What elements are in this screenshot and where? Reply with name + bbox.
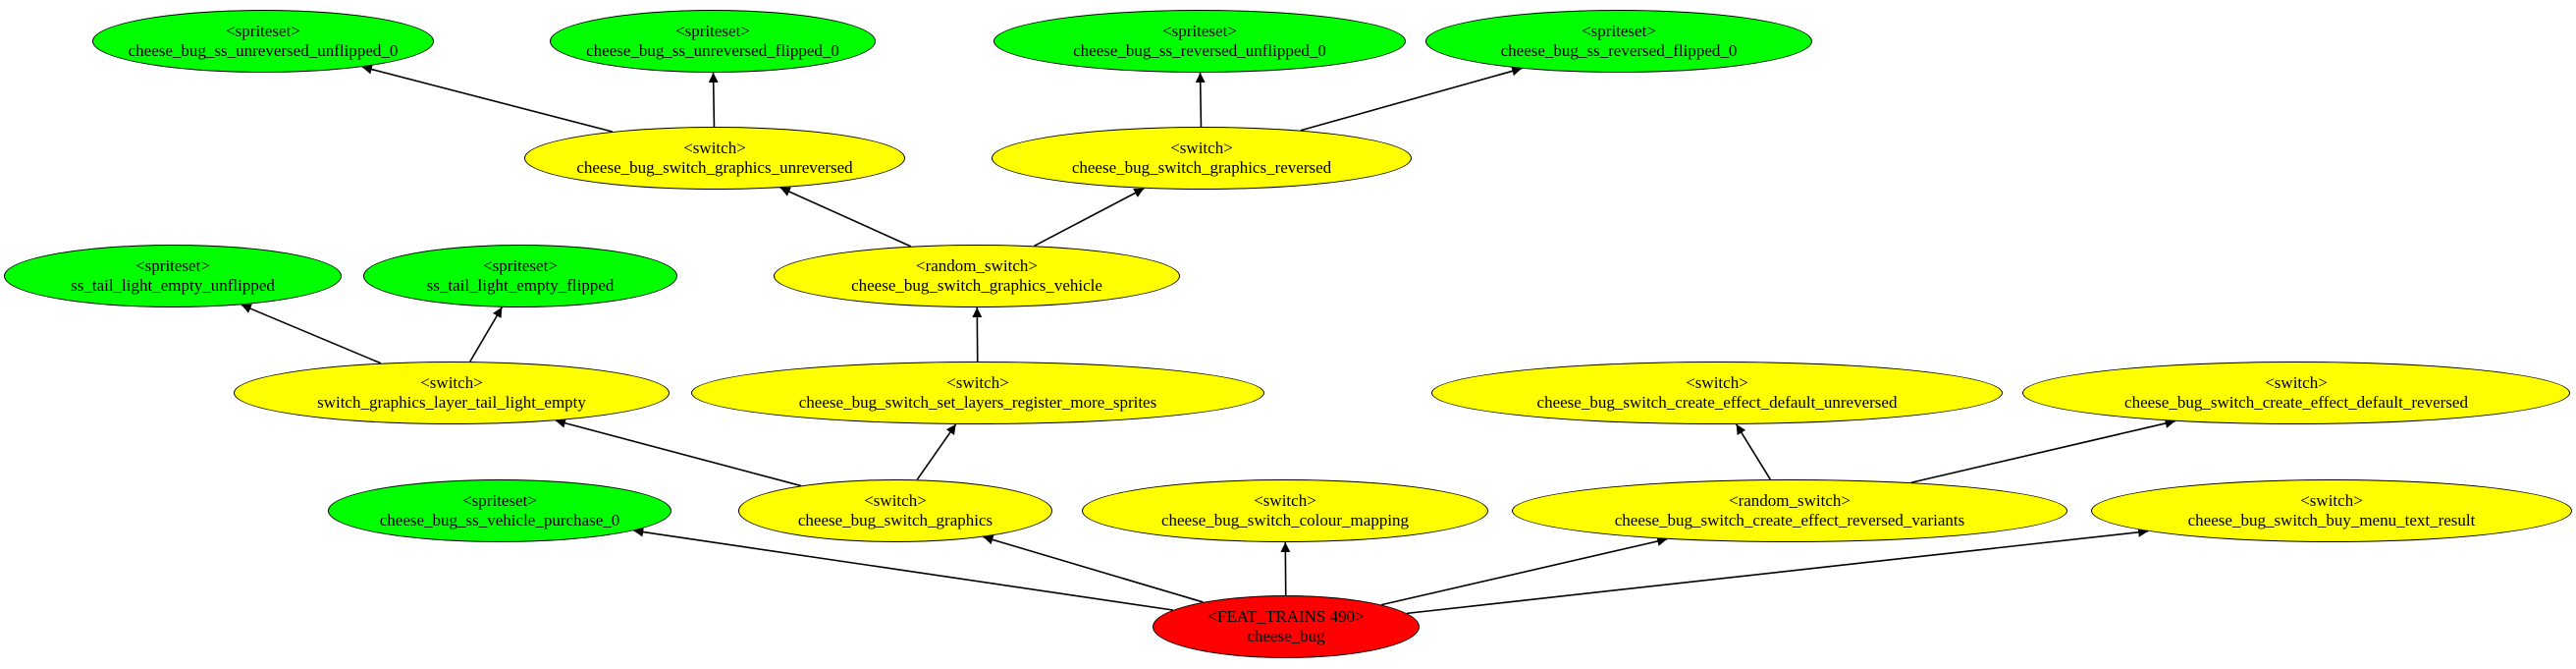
edge-rsw_effect-to-sw_eff_unrev xyxy=(1736,423,1771,480)
node-type-label: <spriteset> xyxy=(1162,22,1237,40)
node-type-label: <switch> xyxy=(1170,139,1233,157)
edge-rsw_vehicle-to-sw_unreversed xyxy=(779,187,911,248)
edge-root-to-sw_graphics xyxy=(983,534,1204,603)
switch-node-effect-default-reversed: <switch> cheese_bug_switch_create_effect… xyxy=(2022,362,2570,424)
node-name-label: ss_tail_light_empty_unflipped xyxy=(71,276,275,295)
node-name-label: cheese_bug_ss_reversed_unflipped_0 xyxy=(1073,41,1326,60)
spriteset-node-tail-light-flipped: <spriteset> ss_tail_light_empty_flipped xyxy=(363,245,677,307)
node-type-label: <random_switch> xyxy=(916,256,1038,275)
node-type-label: <switch> xyxy=(2265,373,2328,392)
edge-sw_graphics-to-sw_tail xyxy=(555,418,801,487)
switch-node-colour-mapping: <switch> cheese_bug_switch_colour_mappin… xyxy=(1082,479,1488,542)
feature-node-root: <FEAT_TRAINS 490> cheese_bug xyxy=(1153,595,1420,658)
node-name-label: switch_graphics_layer_tail_light_empty xyxy=(317,393,586,412)
edge-rsw_effect-to-sw_eff_rev xyxy=(1910,418,2175,484)
node-type-label: <switch> xyxy=(683,139,746,157)
node-type-label: <spriteset> xyxy=(1582,22,1656,40)
switch-node-set-layers: <switch> cheese_bug_switch_set_layers_re… xyxy=(691,362,1264,424)
node-name-label: cheese_bug_switch_graphics xyxy=(797,511,993,530)
edge-sw_reversed-to-ss_rev_unflip xyxy=(1195,72,1206,128)
random-switch-node-graphics-vehicle: <random_switch> cheese_bug_switch_graphi… xyxy=(774,245,1180,307)
node-type-label: <spriteset> xyxy=(483,256,558,275)
spriteset-node-tail-light-unflipped: <spriteset> ss_tail_light_empty_unflippe… xyxy=(4,245,342,307)
node-type-label: <FEAT_TRAINS 490> xyxy=(1208,607,1365,626)
node-name-label: cheese_bug_ss_reversed_flipped_0 xyxy=(1500,41,1738,60)
node-name-label: cheese_bug_switch_buy_menu_text_result xyxy=(2187,511,2476,530)
switch-node-graphics-unreversed: <switch> cheese_bug_switch_graphics_unre… xyxy=(524,127,905,190)
node-name-label: ss_tail_light_empty_flipped xyxy=(426,276,615,295)
node-type-label: <spriteset> xyxy=(675,22,750,40)
node-type-label: <switch> xyxy=(1686,373,1748,392)
spriteset-node-reversed-unflipped: <spriteset> cheese_bug_ss_reversed_unfli… xyxy=(993,10,1406,73)
switch-node-effect-default-unreversed: <switch> cheese_bug_switch_create_effect… xyxy=(1431,362,2003,424)
random-switch-node-effect-reversed-variants: <random_switch> cheese_bug_switch_create… xyxy=(1512,479,2067,542)
node-name-label: cheese_bug_ss_unreversed_unflipped_0 xyxy=(128,41,399,60)
spriteset-node-vehicle-purchase: <spriteset> cheese_bug_ss_vehicle_purcha… xyxy=(328,479,671,542)
node-type-label: <switch> xyxy=(946,373,1009,392)
node-name-label: cheese_bug_switch_graphics_vehicle xyxy=(851,276,1102,295)
node-name-label: cheese_bug_ss_unreversed_flipped_0 xyxy=(586,41,839,60)
node-name-label: cheese_bug xyxy=(1247,627,1325,645)
edge-root-to-sw_menu xyxy=(1406,527,2149,615)
spriteset-node-unreversed-flipped: <spriteset> cheese_bug_ss_unreversed_fli… xyxy=(550,10,876,73)
edge-sw_tail-to-ss_tail_unflipped xyxy=(241,304,382,364)
node-name-label: cheese_bug_switch_set_layers_register_mo… xyxy=(798,393,1157,412)
node-type-label: <switch> xyxy=(2300,491,2363,510)
edge-sw_unreversed-to-ss_unrev_flip xyxy=(708,72,719,128)
node-type-label: <spriteset> xyxy=(226,22,300,40)
switch-node-graphics-reversed: <switch> cheese_bug_switch_graphics_reve… xyxy=(992,127,1412,190)
switch-node-buy-menu-text: <switch> cheese_bug_switch_buy_menu_text… xyxy=(2091,479,2572,542)
node-name-label: cheese_bug_switch_graphics_unreversed xyxy=(576,158,853,177)
edge-root-to-rsw_effect xyxy=(1381,536,1668,606)
node-name-label: cheese_bug_switch_colour_mapping xyxy=(1160,511,1410,530)
node-name-label: cheese_bug_switch_create_effect_default_… xyxy=(2124,393,2468,412)
node-type-label: <random_switch> xyxy=(1729,491,1851,510)
node-type-label: <switch> xyxy=(1254,491,1316,510)
spriteset-node-reversed-flipped: <spriteset> cheese_bug_ss_reversed_flipp… xyxy=(1425,10,1812,73)
edge-sw_reversed-to-ss_rev_flip xyxy=(1300,66,1523,132)
node-type-label: <spriteset> xyxy=(135,256,210,275)
node-name-label: cheese_bug_ss_vehicle_purchase_0 xyxy=(379,511,620,530)
switch-node-tail-light-empty: <switch> switch_graphics_layer_tail_ligh… xyxy=(234,362,670,424)
node-type-label: <switch> xyxy=(864,491,927,510)
edge-rsw_vehicle-to-sw_reversed xyxy=(1034,188,1145,248)
node-type-label: <spriteset> xyxy=(462,491,537,510)
edge-sw_graphics-to-sw_layers xyxy=(916,423,957,480)
node-name-label: cheese_bug_switch_graphics_reversed xyxy=(1071,158,1332,177)
spriteset-node-unreversed-unflipped: <spriteset> cheese_bug_ss_unreversed_unf… xyxy=(92,10,434,73)
switch-node-graphics: <switch> cheese_bug_switch_graphics xyxy=(738,479,1052,542)
node-type-label: <switch> xyxy=(420,373,483,392)
edge-sw_unreversed-to-ss_unrev_unflip xyxy=(361,64,613,133)
edge-sw_tail-to-ss_tail_flipped xyxy=(469,307,503,362)
edge-root-to-ss_purchase xyxy=(633,527,1173,611)
node-name-label: cheese_bug_switch_create_effect_reversed… xyxy=(1614,511,1965,530)
node-name-label: cheese_bug_switch_create_effect_default_… xyxy=(1536,393,1898,412)
